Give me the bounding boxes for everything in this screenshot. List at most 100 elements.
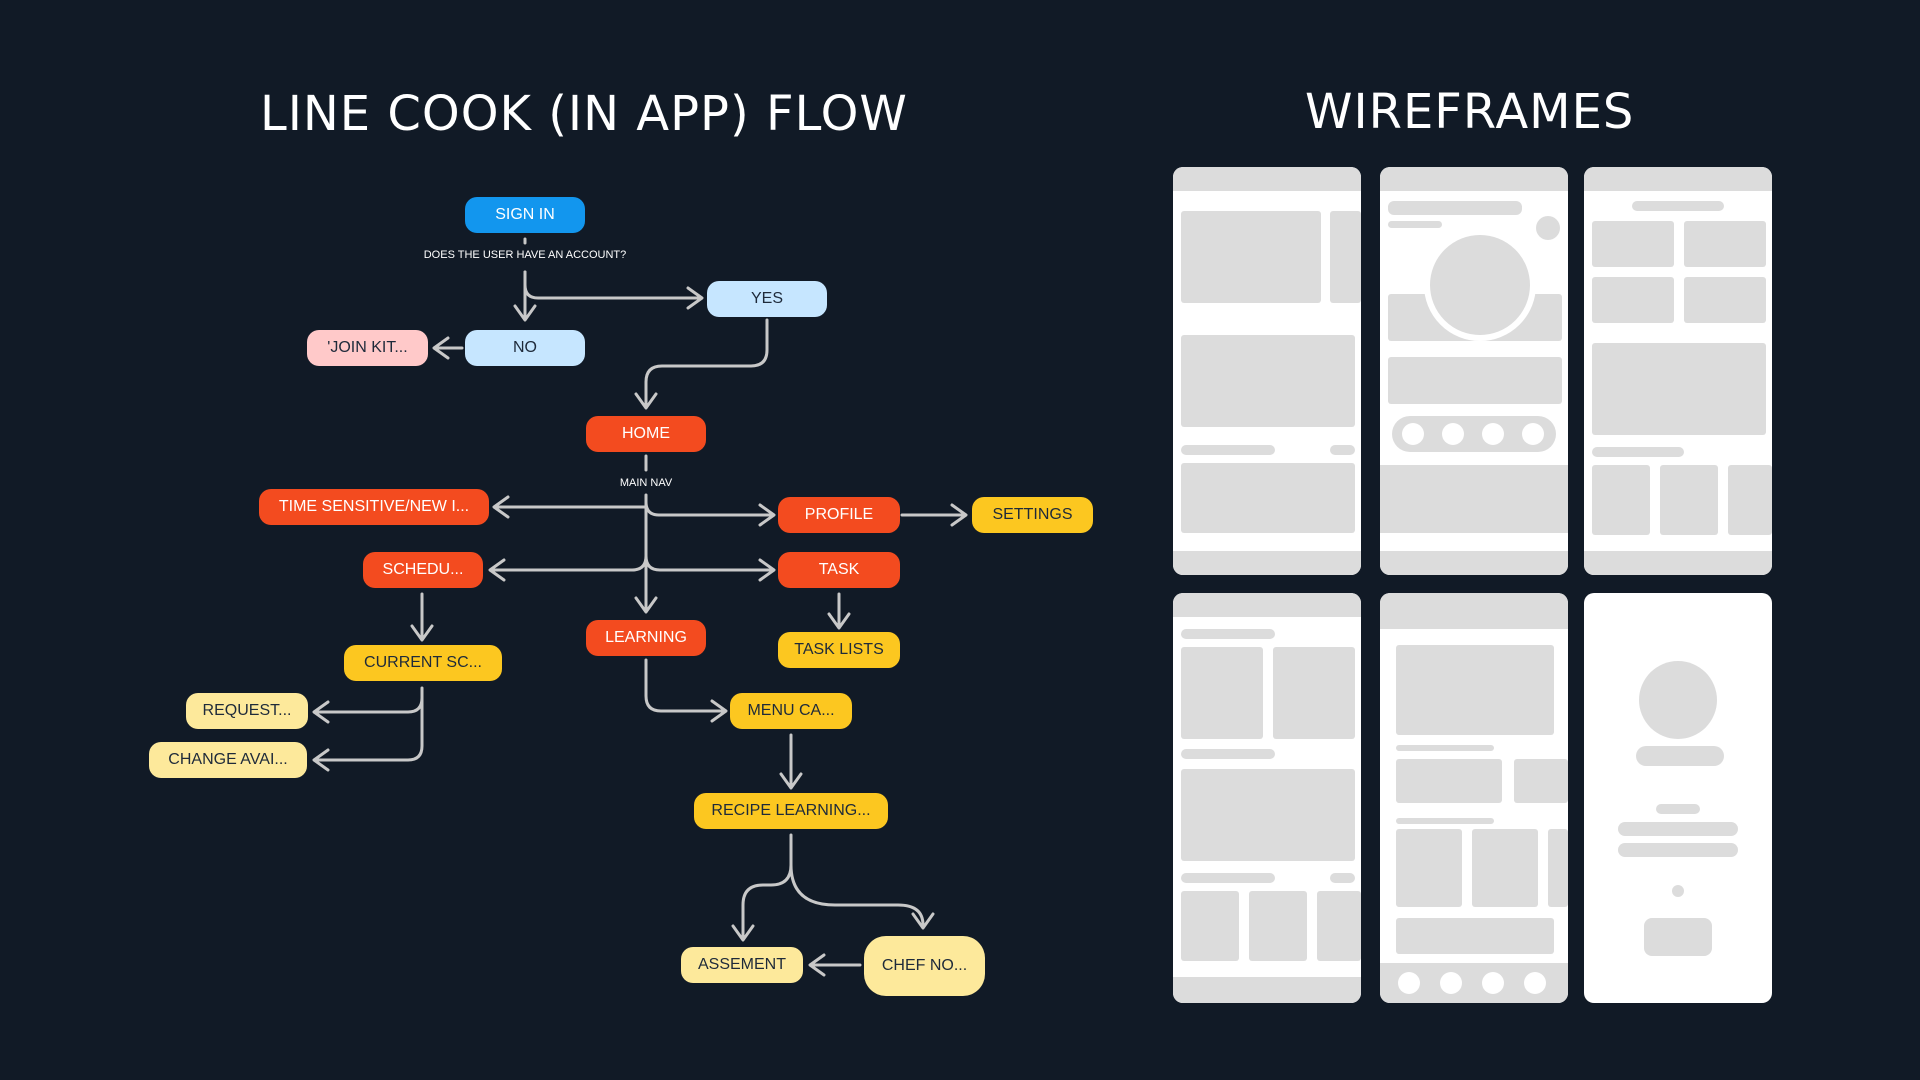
wf-avatar-small <box>1536 216 1560 240</box>
arrowhead-join <box>432 336 450 360</box>
wf-dot <box>1482 972 1504 994</box>
wf-avatar-large <box>1424 229 1536 341</box>
arrowhead-learning <box>634 596 658 614</box>
arrowhead-tasklists <box>827 612 851 630</box>
arrowhead-home <box>634 392 658 410</box>
node-menu-ca[interactable]: MENU CA... <box>730 693 852 729</box>
wf-card <box>1684 221 1766 267</box>
arrowhead-no <box>513 304 537 322</box>
node-schedule[interactable]: SCHEDU... <box>363 552 483 588</box>
wf-card <box>1181 647 1263 739</box>
arrowhead-request <box>312 700 330 724</box>
arrowhead-time <box>492 495 510 519</box>
wf-dot <box>1398 972 1420 994</box>
connector-to-schedule <box>490 554 648 572</box>
wf-card <box>1317 891 1361 961</box>
wf-card <box>1249 891 1307 961</box>
wf-footer-bar <box>1380 551 1568 575</box>
wf-button <box>1644 918 1712 956</box>
connector-recipe-assement <box>741 833 793 940</box>
wf-text-line <box>1636 746 1724 766</box>
wf-footer-bar <box>1380 963 1568 1003</box>
wf-avatar-large <box>1639 661 1717 739</box>
wf-card <box>1181 891 1239 961</box>
connector-current-change <box>314 696 424 762</box>
wf-card <box>1388 357 1562 404</box>
connector-current-request <box>314 686 424 714</box>
wf-text-line <box>1181 629 1275 639</box>
wf-card <box>1273 647 1355 739</box>
wf-text-line <box>1181 873 1275 883</box>
node-sign-in[interactable]: SIGN IN <box>465 197 585 233</box>
wf-text-line <box>1388 201 1522 215</box>
wf-toolbar <box>1392 416 1556 452</box>
question-label: DOES THE USER HAVE AN ACCOUNT? <box>423 249 627 261</box>
node-join-kit[interactable]: 'JOIN KIT... <box>307 330 428 366</box>
arrowhead-chef <box>911 912 935 930</box>
wf-dot <box>1482 423 1504 445</box>
wf-card <box>1181 335 1355 427</box>
wf-card <box>1592 343 1766 435</box>
connector-to-yes <box>523 270 702 300</box>
wireframe-screen-5 <box>1380 593 1568 1003</box>
node-task[interactable]: TASK <box>778 552 900 588</box>
wf-card <box>1592 465 1650 535</box>
wf-header-bar <box>1380 167 1568 191</box>
node-assement[interactable]: ASSEMENT <box>681 947 803 983</box>
connector-to-profile <box>644 500 774 517</box>
wf-card <box>1514 759 1568 803</box>
node-current-schedule[interactable]: CURRENT SC... <box>344 645 502 681</box>
arrowhead-schedule <box>488 558 506 582</box>
wf-card <box>1330 211 1361 303</box>
wf-text-line <box>1396 745 1494 751</box>
wf-dot <box>1672 885 1684 897</box>
wireframe-screen-3 <box>1584 167 1772 575</box>
wf-dot <box>1402 423 1424 445</box>
wf-text-line <box>1592 447 1684 457</box>
arrowhead-recipe <box>779 772 803 790</box>
wireframe-screen-6 <box>1584 593 1772 1003</box>
arrowhead-settings <box>950 503 968 527</box>
wf-text-line <box>1632 201 1724 211</box>
wf-card <box>1396 645 1554 735</box>
node-home[interactable]: HOME <box>586 416 706 452</box>
node-learning[interactable]: LEARNING <box>586 620 706 656</box>
wf-text-line <box>1396 818 1494 824</box>
wf-footer-bar <box>1173 551 1361 575</box>
wf-text-line <box>1330 873 1355 883</box>
wireframe-screen-2 <box>1380 167 1568 575</box>
node-settings[interactable]: SETTINGS <box>972 497 1093 533</box>
node-yes[interactable]: YES <box>707 281 827 317</box>
wf-card <box>1396 829 1462 907</box>
wf-text-line <box>1181 445 1275 455</box>
wf-header-bar <box>1584 167 1772 191</box>
wf-card <box>1380 465 1568 533</box>
node-time-sensitive[interactable]: TIME SENSITIVE/NEW I... <box>259 489 489 525</box>
wf-card <box>1181 463 1355 533</box>
arrowhead-current <box>410 624 434 642</box>
wireframes-title: WIREFRAMES <box>1305 84 1635 140</box>
node-recipe-learning[interactable]: RECIPE LEARNING... <box>694 793 888 829</box>
node-change-avail[interactable]: CHANGE AVAI... <box>149 742 307 778</box>
wf-text-line <box>1330 445 1355 455</box>
wireframe-screen-1 <box>1173 167 1361 575</box>
wf-card <box>1660 465 1718 535</box>
connector-to-task <box>644 554 774 572</box>
wf-card <box>1728 465 1772 535</box>
arrowhead-chef-assement <box>808 953 826 977</box>
wf-dot <box>1442 423 1464 445</box>
node-request[interactable]: REQUEST... <box>186 693 308 729</box>
arrowhead-change <box>312 748 330 772</box>
wf-footer-bar <box>1584 551 1772 575</box>
wf-card <box>1396 918 1554 954</box>
wf-card <box>1181 211 1321 303</box>
node-task-lists[interactable]: TASK LISTS <box>778 632 900 668</box>
wf-header-bar <box>1173 167 1361 191</box>
arrowhead-profile <box>758 503 776 527</box>
node-no[interactable]: NO <box>465 330 585 366</box>
node-profile[interactable]: PROFILE <box>778 497 900 533</box>
connector-recipe-chef <box>789 863 925 927</box>
node-chef-notes[interactable]: CHEF NO... <box>864 936 985 996</box>
wf-card <box>1181 769 1355 861</box>
